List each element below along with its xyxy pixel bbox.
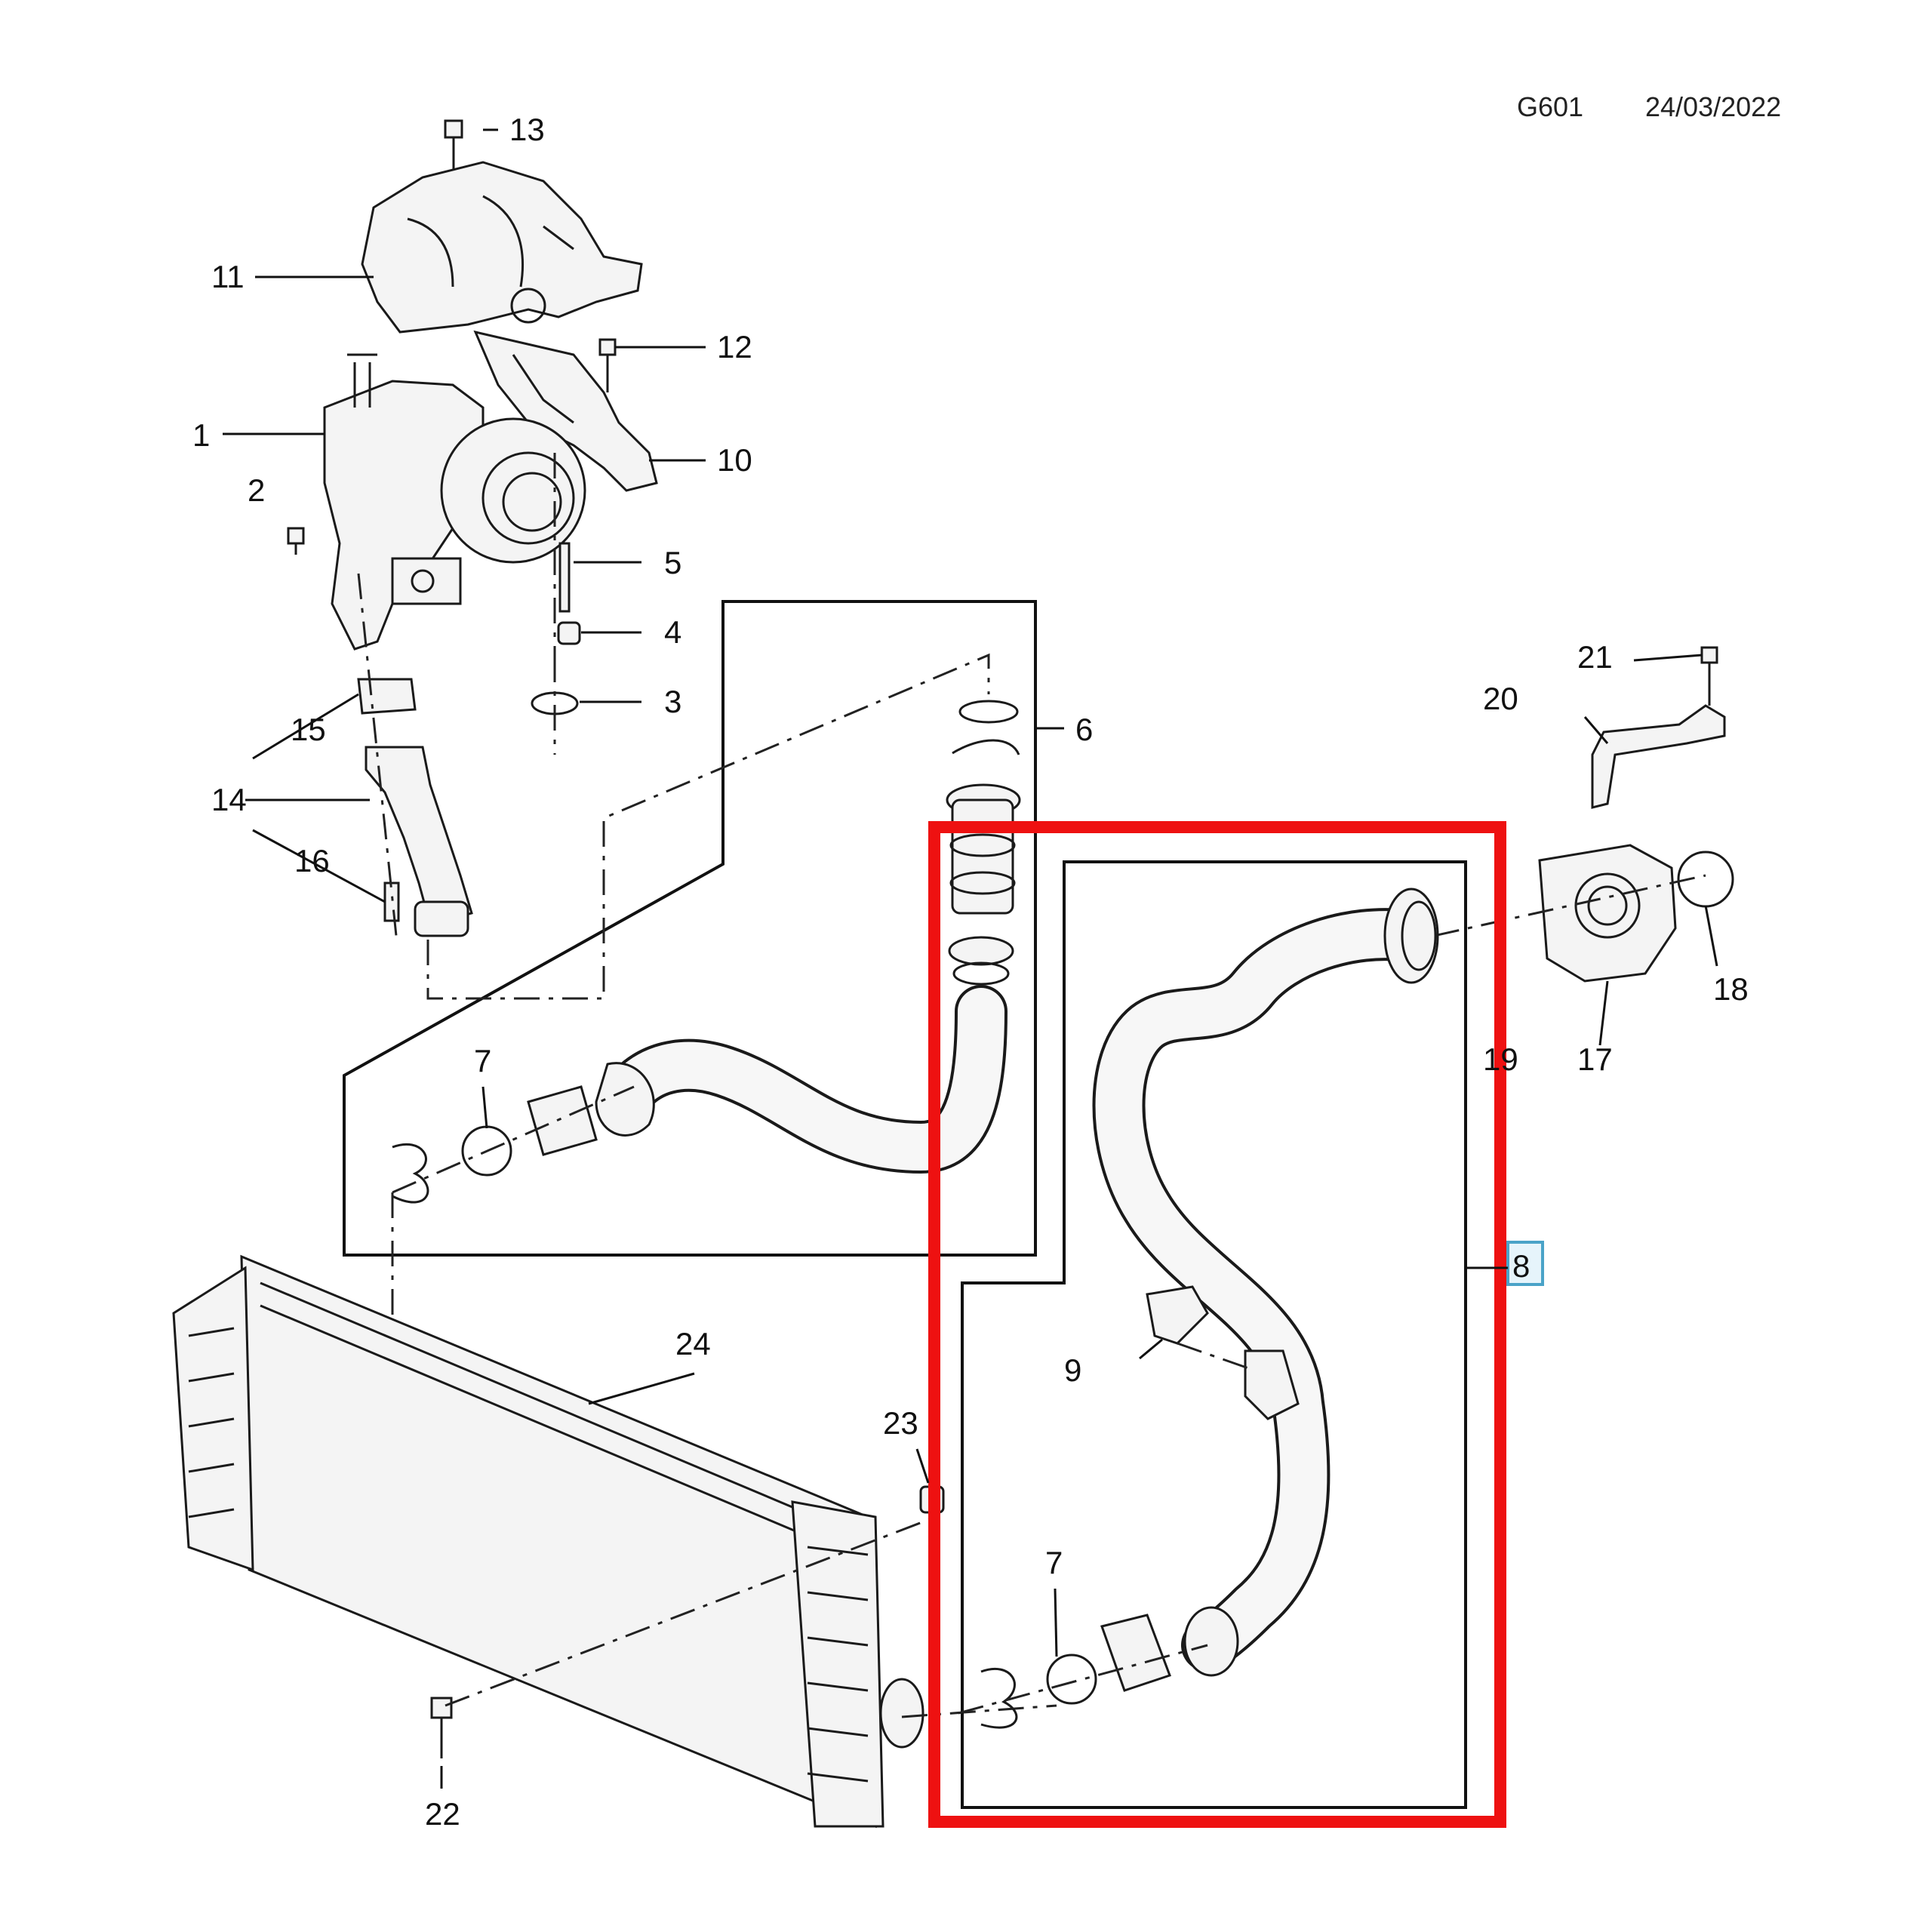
turbocharger-1 xyxy=(323,353,586,651)
label-7-lower: 7 xyxy=(1045,1545,1063,1580)
label-15: 15 xyxy=(291,712,326,747)
label-21: 21 xyxy=(1577,639,1613,675)
outlet-pipe-14 xyxy=(365,746,473,937)
label-10: 10 xyxy=(717,442,752,478)
callout-frame-6 xyxy=(343,600,1037,1257)
label-16: 16 xyxy=(294,843,330,878)
label-1: 1 xyxy=(192,417,210,453)
clip-9 xyxy=(1146,1285,1254,1371)
highlight-box xyxy=(928,821,1506,1828)
nut-4 xyxy=(557,621,581,645)
label-8-box xyxy=(1506,1241,1544,1286)
bolt-16 xyxy=(383,881,400,922)
bracket-10 xyxy=(473,330,658,492)
stud-5 xyxy=(558,542,571,613)
hose-6 xyxy=(608,985,1008,1174)
label-22: 22 xyxy=(425,1796,460,1832)
label-20: 20 xyxy=(1483,681,1518,716)
label-5: 5 xyxy=(664,545,681,580)
leader-lines xyxy=(223,128,1718,1789)
bolt-21 xyxy=(1700,646,1718,706)
bolt-2 xyxy=(287,527,305,555)
charge-air-hose-8 xyxy=(1092,888,1439,1677)
label-14: 14 xyxy=(211,782,247,817)
callout-frame-8 xyxy=(961,860,1467,1809)
bolt-22 xyxy=(430,1697,453,1758)
hose-6-upper-fittings xyxy=(946,700,1021,986)
diagram-date: 24/03/2022 xyxy=(1645,91,1781,122)
bolt-12 xyxy=(598,338,617,392)
label-11: 11 xyxy=(211,259,245,294)
gasket-3 xyxy=(531,657,579,755)
label-7-upper: 7 xyxy=(474,1043,491,1078)
label-4: 4 xyxy=(664,614,681,650)
diagram-code: G601 xyxy=(1517,91,1583,122)
label-2: 2 xyxy=(248,472,265,508)
label-9: 9 xyxy=(1064,1352,1081,1388)
label-17: 17 xyxy=(1577,1041,1613,1077)
label-6: 6 xyxy=(1075,712,1093,747)
label-3: 3 xyxy=(664,684,681,719)
label-23: 23 xyxy=(883,1405,918,1441)
bracket-20 xyxy=(1591,704,1726,809)
label-24: 24 xyxy=(675,1326,711,1361)
throttle-body-17 xyxy=(1538,844,1677,983)
hose-6-lower-fittings xyxy=(391,1062,655,1321)
hose-8-fittings xyxy=(958,1614,1208,1729)
label-8: 8 xyxy=(1512,1248,1530,1284)
label-18: 18 xyxy=(1713,971,1749,1007)
label-19: 19 xyxy=(1483,1041,1518,1077)
bracket-15 xyxy=(357,678,417,715)
label-13: 13 xyxy=(509,112,545,147)
label-12: 12 xyxy=(717,329,752,365)
bolt-13 xyxy=(444,119,463,170)
heat-shield-11 xyxy=(361,161,643,334)
intercooler-24 xyxy=(172,1254,924,1829)
